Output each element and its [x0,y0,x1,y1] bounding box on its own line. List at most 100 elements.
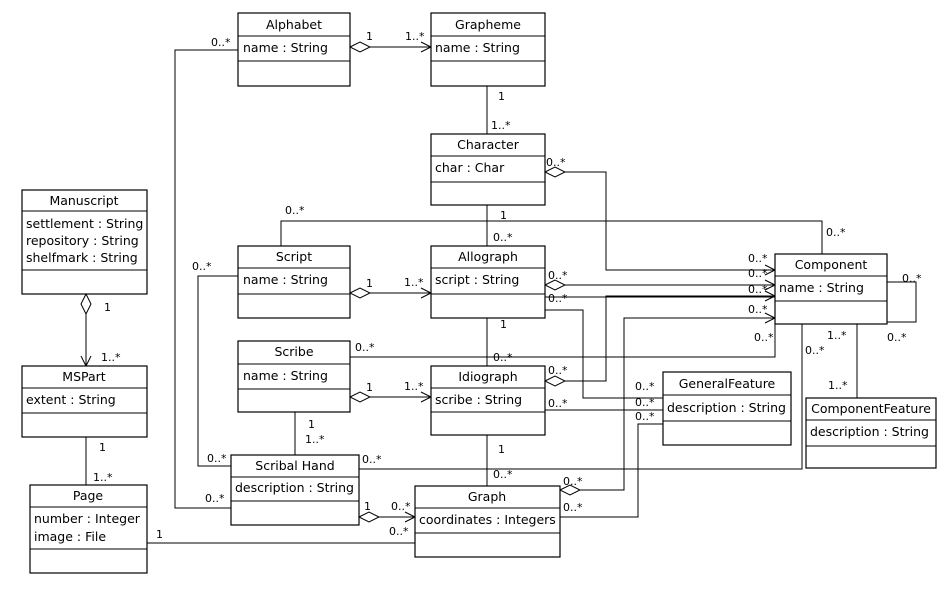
mult-script-component-left: 0..* [285,204,305,217]
mult-scribe-idiograph-target: 1..* [404,380,424,393]
class-name: Alphabet [266,17,322,32]
aggregation-diamond-script [348,287,372,299]
mult-alphabet-scribalhand-bottom: 0..* [205,492,225,505]
class-page[interactable]: Page number : Integer image : File [29,484,148,574]
class-name: Character [457,137,520,152]
mult-alphabet-grapheme-source: 1 [366,30,373,43]
mult-grapheme-character-top: 1 [498,90,505,103]
mult-scribe-scribalhand-bottom: 1..* [305,433,325,446]
class-name: ComponentFeature [811,401,931,416]
mult-component-4: 0..* [748,303,768,316]
class-grapheme[interactable]: Grapheme name : String [430,12,546,87]
mult-allograph-idiograph-top: 1 [500,318,507,331]
class-attribute: image : File [34,529,106,544]
line-script-component [280,220,823,254]
class-graph[interactable]: Graph coordinates : Integers [414,485,561,558]
line-graph-generalfeature [560,423,663,518]
class-attribute: description : String [667,400,786,415]
class-attribute: coordinates : Integers [419,512,556,527]
class-manuscript[interactable]: Manuscript settlement : String repositor… [21,189,148,295]
aggregation-diamonds [80,41,582,523]
mult-allograph-component-a: 0..* [548,269,568,282]
class-component[interactable]: Component name : String [774,253,888,325]
class-name: Manuscript [49,193,118,208]
class-script[interactable]: Script name : String [237,245,351,319]
line-graph-component [560,317,775,491]
mult-allograph-component-b: 0..* [548,292,568,305]
line-allograph-generalfeature [545,309,663,399]
arrow-heads [80,41,777,523]
mult-grapheme-character-bottom: 1..* [491,119,511,132]
class-name: Scribal Hand [255,458,334,473]
mult-component-3: 0..* [748,283,768,296]
class-mspart[interactable]: MSPart extent : String [21,365,148,438]
class-name: Idiograph [458,369,517,384]
mult-scribe-component-source: 0..* [355,341,375,354]
class-scribalhand[interactable]: Scribal Hand description : String [230,454,360,526]
mult-component-self-bottom: 0..* [887,331,907,344]
mult-script-allograph-target: 1..* [404,276,424,289]
association-lines [85,46,917,544]
class-scribe[interactable]: Scribe name : String [237,340,351,413]
mult-character-component-source: 0..* [546,156,566,169]
class-attribute: settlement : String [26,216,143,231]
mult-character-allograph-bottom: 0..* [493,231,513,244]
mult-scribe-idiograph-source: 1 [366,381,373,394]
class-attribute: description : String [235,480,354,495]
class-attribute: char : Char [435,160,505,175]
line-component-self [887,281,917,323]
mult-generalfeature-2: 0..* [635,396,655,409]
class-name: Grapheme [455,17,521,32]
mult-manuscript-mspart-source: 1 [104,301,111,314]
class-attribute: shelfmark : String [26,250,138,265]
line-alphabet-scribalhand [174,49,238,509]
class-generalfeature[interactable]: GeneralFeature description : String [662,371,792,446]
class-name: Allograph [458,249,518,264]
mult-script-scribalhand-bottom: 0..* [207,452,227,465]
class-attribute: repository : String [26,233,139,248]
class-attribute: name : String [243,368,328,383]
aggregation-diamond-graph [558,484,582,496]
mult-scribalhand-graph-target: 0..* [391,500,411,513]
class-componentfeature[interactable]: ComponentFeature description : String [805,397,937,469]
aggregation-diamond-idiograph [543,375,567,387]
mult-alphabet-scribalhand-top: 0..* [211,36,231,49]
mult-component-scribe: 0..* [754,331,774,344]
mult-page-graph-source: 1 [156,528,163,541]
mult-idiograph-generalfeature-source: 0..* [548,397,568,410]
class-idiograph[interactable]: Idiograph scribe : String [430,365,546,436]
mult-component-componentfeature-top: 1..* [827,329,847,342]
multiplicity-labels: 0..* 1 1..* 1 1..* 0..* 0..* 1 0..* 0..*… [93,30,922,541]
class-name: Script [276,249,312,264]
class-alphabet[interactable]: Alphabet name : String [237,12,351,87]
aggregation-diamond-allograph-a [543,279,567,291]
mult-idiograph-component-source: 0..* [548,364,568,377]
class-name: MSPart [62,369,105,384]
class-name: Graph [468,489,506,504]
mult-script-allograph-source: 1 [366,277,373,290]
class-allograph[interactable]: Allograph script : String [430,245,546,319]
class-character[interactable]: Character char : Char [430,133,546,206]
mult-component-scribalhand-bottom: 0..* [362,453,382,466]
mult-mspart-page-target: 1..* [93,471,113,484]
line-scribe-component [350,308,776,358]
class-name: Component [795,257,868,272]
class-name: Page [73,488,104,503]
mult-component-self-top: 0..* [902,272,922,285]
aggregation-diamond-alphabet [348,41,372,53]
mult-generalfeature-1: 0..* [635,380,655,393]
aggregation-diamond-manuscript [80,292,92,316]
line-idiograph-component [545,295,775,382]
class-attribute: name : String [779,280,864,295]
mult-component-2: 0..* [748,267,768,280]
class-attribute: name : String [435,40,520,55]
mult-scribe-scribalhand-top: 1 [308,418,315,431]
mult-component-componentfeature-bottom: 1..* [828,379,848,392]
mult-idiograph-graph-top: 1 [498,443,505,456]
mult-scribalhand-graph-source: 1 [364,500,371,513]
mult-alphabet-grapheme-target: 1..* [405,30,425,43]
mult-allograph-idiograph-bottom: 0..* [493,351,513,364]
aggregation-diamond-scribe [348,391,372,403]
